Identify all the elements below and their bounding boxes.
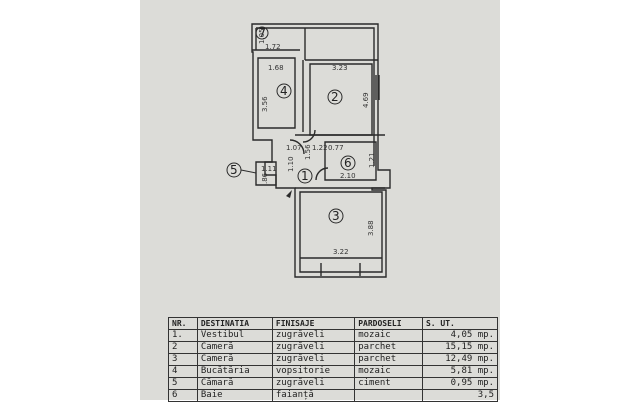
- drawing-sheet: 7 2 4 6 1 3 5 1.72 1.05 1.68 3.56 3.23 4…: [140, 0, 500, 402]
- hall-dim-e: 0.77: [328, 144, 344, 152]
- room-6-number: 6: [344, 156, 352, 170]
- hall-dim-b: 1.56: [304, 144, 312, 160]
- room3-width-dim: 3.22: [333, 248, 349, 256]
- room6-height-dim: 1.21: [368, 152, 376, 168]
- room-1-number: 1: [301, 169, 309, 183]
- room-2-marker: [327, 89, 343, 105]
- header-finisaje: FINISAJE: [271, 317, 356, 330]
- plan-walls: [251, 23, 391, 278]
- room-3-number: 3: [332, 209, 340, 223]
- room-4-number: 4: [280, 84, 288, 98]
- room-1-marker: [297, 168, 313, 184]
- header-suprafata: S. UT.: [421, 317, 499, 330]
- header-pardoseli: PARDOSELI: [354, 317, 423, 330]
- room2-height-dim: 4.69: [362, 92, 370, 108]
- room3-height-dim: 3.88: [367, 220, 375, 236]
- hall-dim-c: 1.10: [287, 156, 295, 172]
- room-5-number: 5: [230, 163, 238, 177]
- room-4-marker: [276, 83, 292, 99]
- room6-width-dim: 2.10: [340, 172, 356, 180]
- header-nr: NR.: [168, 317, 198, 330]
- table-header-row: NR. DESTINATIA FINISAJE PARDOSELI S. UT.: [168, 317, 499, 330]
- room4-height-dim: 3.56: [261, 96, 269, 112]
- header-destinatia: DESTINATIA: [196, 317, 273, 330]
- room5-dim-a: 1.11: [261, 165, 277, 173]
- table-row: 1. Vestibul zugrăveli mozaic 4,05 mp.: [168, 329, 499, 342]
- room-7-marker: [255, 26, 269, 40]
- room-2-number: 2: [331, 90, 339, 104]
- table-row: 3 Cameră zugrăveli parchet 12,49 mp.: [168, 353, 499, 366]
- room7-height-dim: 1.05: [258, 28, 266, 44]
- table-row: 5 Cămară zugrăveli ciment 0,95 mp.: [168, 377, 499, 390]
- hall-dim-d: 1.22: [312, 144, 328, 152]
- room7-width-dim: 1.72: [265, 43, 281, 51]
- room-7-number: 7: [259, 26, 267, 40]
- room4-width-dim: 1.68: [268, 64, 284, 72]
- room-schedule-table: NR. DESTINATIA FINISAJE PARDOSELI S. UT.…: [168, 317, 499, 402]
- entrance-arrow-icon: [286, 190, 292, 198]
- room2-width-dim: 3.23: [332, 64, 348, 72]
- room-3-marker: [328, 208, 344, 224]
- floor-plan: 7 2 4 6 1 3 5 1.72 1.05 1.68 3.56 3.23 4…: [226, 23, 391, 278]
- table-row: 4 Bucătăria vopsitorie mozaic 5,81 mp.: [168, 365, 499, 378]
- room-6-marker: [340, 155, 356, 171]
- hall-dim-a: 1.07: [286, 144, 302, 152]
- table-row: 6 Baie faianță 3,5: [168, 389, 499, 402]
- table-row: 2 Cameră zugrăveli parchet 15,15 mp.: [168, 341, 499, 354]
- room5-dim-b: .86: [261, 172, 269, 184]
